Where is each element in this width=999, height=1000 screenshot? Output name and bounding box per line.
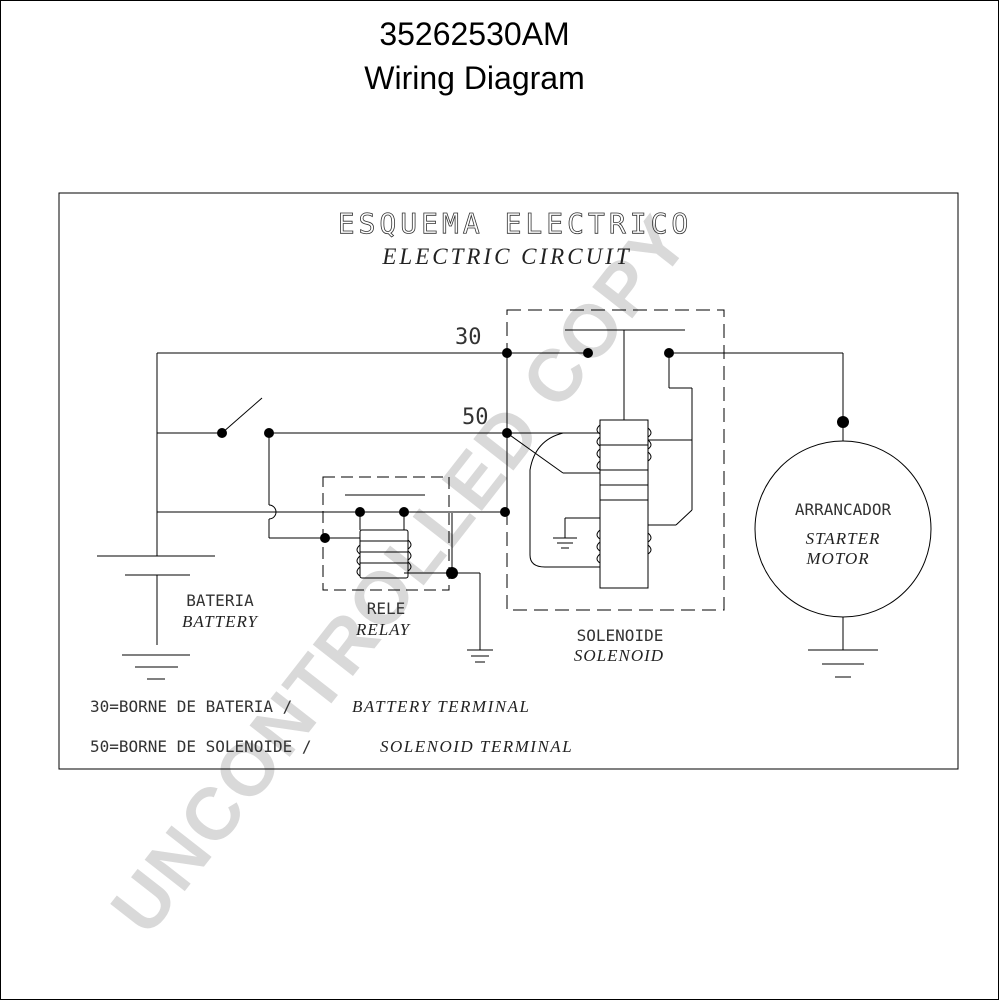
starter-label-en-2: MOTOR bbox=[805, 549, 869, 568]
diagram-frame bbox=[58, 192, 959, 770]
starter-label-es: ARRANCADOR bbox=[795, 500, 892, 519]
legend-50-es: 50=BORNE DE SOLENOIDE / bbox=[90, 737, 312, 756]
solenoid-label-es: SOLENOIDE bbox=[577, 626, 664, 645]
starter-label-en-1: STARTER bbox=[806, 529, 881, 548]
part-number-title: 35262530AM bbox=[379, 16, 570, 52]
diagram-subtitle: Wiring Diagram bbox=[364, 60, 585, 96]
battery-label-es: BATERIA bbox=[186, 591, 254, 610]
legend-30-en: BATTERY TERMINAL bbox=[352, 697, 530, 716]
legend-30-es: 30=BORNE DE BATERIA / bbox=[90, 697, 292, 716]
heading-es: ESQUEMA ELECTRICO bbox=[338, 207, 693, 240]
relay-label-en: RELAY bbox=[355, 620, 411, 639]
terminal-30-label: 30 bbox=[455, 325, 482, 350]
solenoid-label-en: SOLENOID bbox=[574, 646, 664, 665]
battery-label-en: BATTERY bbox=[182, 612, 259, 631]
junction-dots bbox=[217, 348, 849, 579]
terminal-50-label: 50 bbox=[462, 405, 489, 430]
wires bbox=[97, 329, 932, 680]
relay-coil bbox=[356, 529, 412, 579]
watermark: UNCONTROLLED COPY bbox=[95, 200, 705, 948]
heading-en: ELECTRIC CIRCUIT bbox=[381, 244, 631, 269]
legend-50-en: SOLENOID TERMINAL bbox=[380, 737, 573, 756]
relay-label-es: RELE bbox=[367, 599, 406, 618]
solenoid-coil bbox=[596, 424, 652, 564]
